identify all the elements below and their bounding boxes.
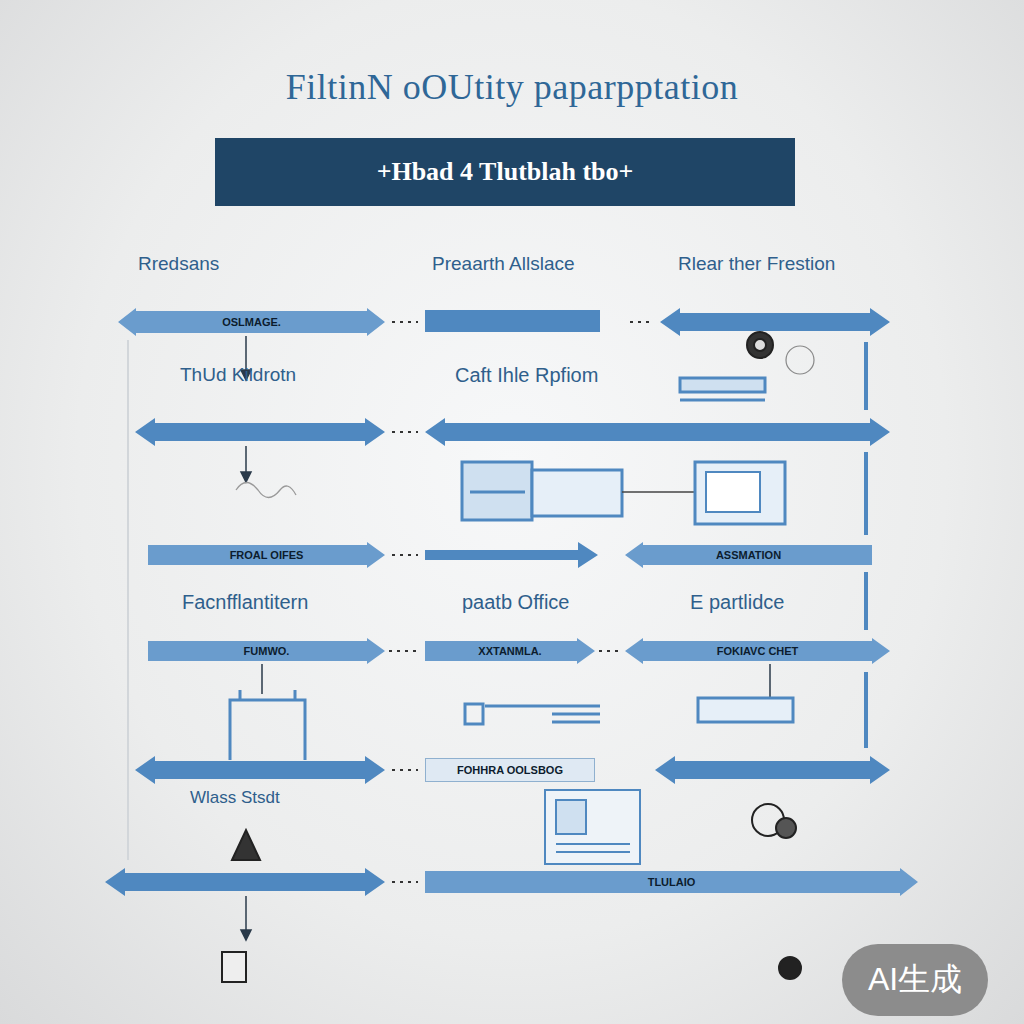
- dotted-gaps: [392, 322, 654, 882]
- section-label: Preaarth Allslace: [432, 253, 575, 275]
- plain-bar: [425, 310, 600, 332]
- right-arrow: [425, 542, 598, 568]
- arrow-shape: [625, 638, 890, 664]
- knob-icon: [754, 339, 766, 351]
- icon-line: [556, 851, 630, 853]
- down-line: [769, 664, 771, 700]
- arrow-bar: TLULAIO: [425, 868, 918, 896]
- document-icon: [545, 790, 640, 864]
- diagram-title: FiltinN oOUtity paparpptation: [0, 66, 1024, 108]
- box-fill: [426, 759, 595, 782]
- arrow-shape: [148, 542, 385, 568]
- down-arrows: [241, 336, 770, 940]
- rail: [864, 452, 868, 535]
- monitor-icon: [532, 470, 622, 516]
- device-icon: [680, 378, 765, 392]
- double-arrow: [660, 308, 890, 336]
- cable: [622, 491, 695, 493]
- double-arrow: [655, 756, 890, 784]
- bar-text: XXTANMLA.: [478, 645, 541, 657]
- sketch-icon: [786, 346, 814, 374]
- dotted-gap: [392, 431, 418, 433]
- dotted-gap: [392, 881, 418, 883]
- bar-text: OSLMAGE.: [222, 316, 281, 328]
- arrow-shape: [118, 308, 385, 336]
- bar-text: FUMWO.: [244, 645, 290, 657]
- arrow-shape: [625, 542, 872, 568]
- icon-line: [556, 843, 630, 845]
- section-label: Caft Ihle Rpfiom: [455, 364, 598, 387]
- title-banner: +Hbad 4 Tlutblah tbo+: [215, 138, 795, 206]
- down-line: [261, 664, 263, 694]
- dotted-gap: [392, 321, 418, 323]
- section-label: ThUd Kildrotn: [180, 364, 296, 386]
- double-arrow: [135, 756, 385, 784]
- monitor-icon: [695, 462, 785, 524]
- gauge-icon: [776, 818, 796, 838]
- watermark: AI生成: [842, 944, 988, 1016]
- double-arrow: [105, 868, 385, 896]
- icon-line: [552, 721, 600, 724]
- arrow-bar: XXTANMLA.: [425, 638, 595, 664]
- arrow-bar: FOKIAVC CHET: [625, 638, 890, 664]
- arrow-shape: [425, 638, 595, 664]
- device-icon: [465, 704, 483, 724]
- bar-text: TLULAIO: [648, 876, 696, 888]
- screen-icon: [706, 472, 760, 512]
- down-line: [245, 446, 247, 474]
- dotted-gap: [630, 321, 654, 323]
- label-box: FOHHRA OOLSBOG: [425, 758, 595, 782]
- plain-arrows: [105, 308, 890, 896]
- arrow-bar: FUMWO.: [148, 638, 385, 664]
- dotted-connector: [389, 650, 421, 652]
- arrow-bar: OSLMAGE.: [118, 308, 385, 336]
- bar-text: FOKIAVC CHET: [717, 645, 799, 657]
- device-icons: [230, 378, 793, 864]
- rail: [864, 572, 868, 630]
- document-icon: [556, 800, 586, 834]
- bracket-icon: [230, 690, 305, 760]
- bar-text: FOHHRA OOLSBOG: [457, 764, 563, 776]
- rail: [864, 672, 868, 748]
- icon-line: [680, 399, 765, 402]
- dotted-gap: [392, 769, 418, 771]
- arrow-shape: [148, 638, 385, 664]
- dotted-gap: [392, 554, 418, 556]
- frame-line: [127, 340, 129, 860]
- down-head: [241, 930, 251, 940]
- icon-line: [470, 491, 525, 494]
- dotted-connector: [599, 650, 621, 652]
- double-arrow: [425, 418, 890, 446]
- down-line: [245, 896, 247, 932]
- bar-text: FROAL OIFES: [230, 549, 304, 561]
- section-label: Facnfflantitern: [182, 591, 308, 614]
- section-label: Rlear ther Frestion: [678, 253, 835, 275]
- section-label: paatb Office: [462, 591, 569, 614]
- arrow-shape: [425, 868, 918, 896]
- rail: [864, 342, 868, 410]
- icon-line: [485, 705, 600, 708]
- section-label: Rredsans: [138, 253, 219, 275]
- banner-text: +Hbad 4 Tlutblah tbo+: [377, 157, 634, 187]
- sketch-icon: [236, 483, 296, 498]
- down-head: [241, 472, 251, 482]
- double-arrow: [135, 418, 385, 446]
- device-icon: [698, 698, 793, 722]
- clip-icon: [232, 830, 260, 860]
- monitor-icon: [462, 462, 532, 520]
- arrow-bar: ASSMATION: [625, 542, 872, 568]
- knob-icon: [747, 332, 773, 358]
- bar-text: ASSMATION: [716, 549, 781, 561]
- icon-line: [552, 713, 600, 716]
- banner-fill: [215, 138, 795, 206]
- section-label: E partlidce: [690, 591, 785, 614]
- device-icon: [222, 952, 246, 982]
- arrow-bar: FROAL OIFES: [148, 542, 385, 568]
- frame-lines: [127, 340, 129, 860]
- section-label: Wlass Stsdt: [190, 788, 280, 808]
- button-icon: [779, 957, 801, 979]
